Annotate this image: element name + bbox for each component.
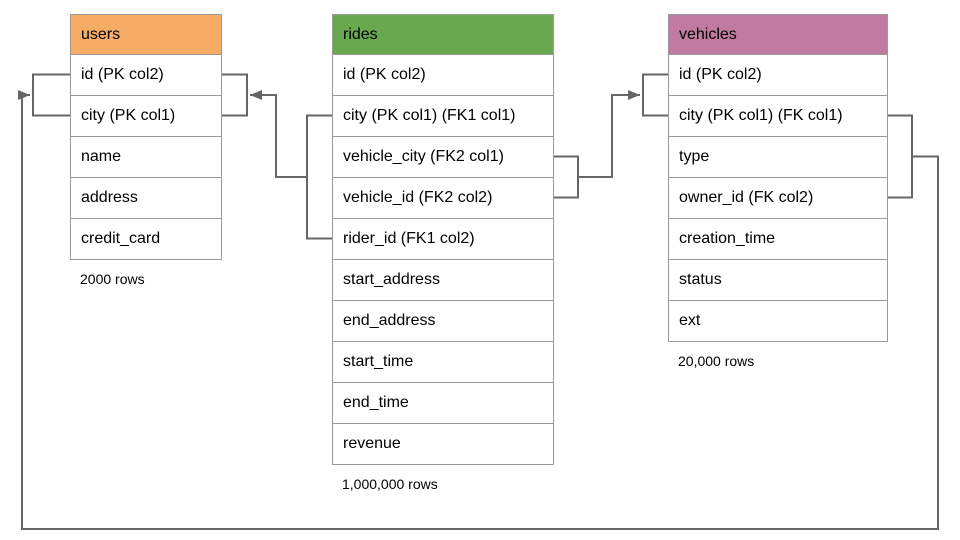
rel-arrow-line [578, 90, 640, 178]
column-row: start_address [333, 259, 553, 300]
fk-bracket-rides-left [306, 114, 332, 240]
column-row: city (PK col1) [71, 95, 221, 136]
column-row: rider_id (FK1 col2) [333, 218, 553, 259]
column-row: end_time [333, 382, 553, 423]
rel-rides-to-users [222, 73, 332, 240]
column-row: city (PK col1) (FK1 col1) [333, 95, 553, 136]
table-rows: id (PK col2)city (PK col1) (FK col1)type… [669, 54, 887, 341]
column-row: status [669, 259, 887, 300]
column-row: start_time [333, 341, 553, 382]
column-row: ext [669, 300, 887, 341]
column-row: credit_card [71, 218, 221, 259]
column-row: id (PK col2) [333, 54, 553, 95]
vehicles-table-box: vehicles id (PK col2)city (PK col1) (FK … [668, 14, 888, 342]
vehicles-table: vehicles id (PK col2)city (PK col1) (FK … [668, 14, 888, 369]
column-row: creation_time [669, 218, 887, 259]
column-row: address [71, 177, 221, 218]
column-row: owner_id (FK col2) [669, 177, 887, 218]
rides-table-box: rides id (PK col2)city (PK col1) (FK1 co… [332, 14, 554, 465]
column-row: end_address [333, 300, 553, 341]
column-row: revenue [333, 423, 553, 464]
rel-arrow-line [250, 90, 307, 178]
table-header: users [71, 15, 221, 54]
fk-bracket-vehicles-right [888, 114, 913, 199]
row-count-label: 2000 rows [80, 271, 145, 287]
column-row: vehicle_city (FK2 col1) [333, 136, 553, 177]
rides-table: rides id (PK col2)city (PK col1) (FK1 co… [332, 14, 554, 492]
column-row: id (PK col2) [71, 54, 221, 95]
pk-bracket-vehicles-left [642, 73, 668, 117]
row-count-label: 1,000,000 rows [342, 476, 438, 492]
table-header: vehicles [669, 15, 887, 54]
column-row: type [669, 136, 887, 177]
column-row: vehicle_id (FK2 col2) [333, 177, 553, 218]
column-row: city (PK col1) (FK col1) [669, 95, 887, 136]
table-header: rides [333, 15, 553, 54]
row-count-label: 20,000 rows [678, 353, 755, 369]
pk-bracket-users-right [222, 73, 248, 117]
column-row: name [71, 136, 221, 177]
pk-bracket-users-left [32, 73, 70, 117]
table-rows: id (PK col2)city (PK col1) (FK1 col1)veh… [333, 54, 553, 464]
fk-bracket-rides-right [554, 155, 579, 199]
column-row: id (PK col2) [669, 54, 887, 95]
rel-rides-to-vehicles [554, 73, 668, 199]
